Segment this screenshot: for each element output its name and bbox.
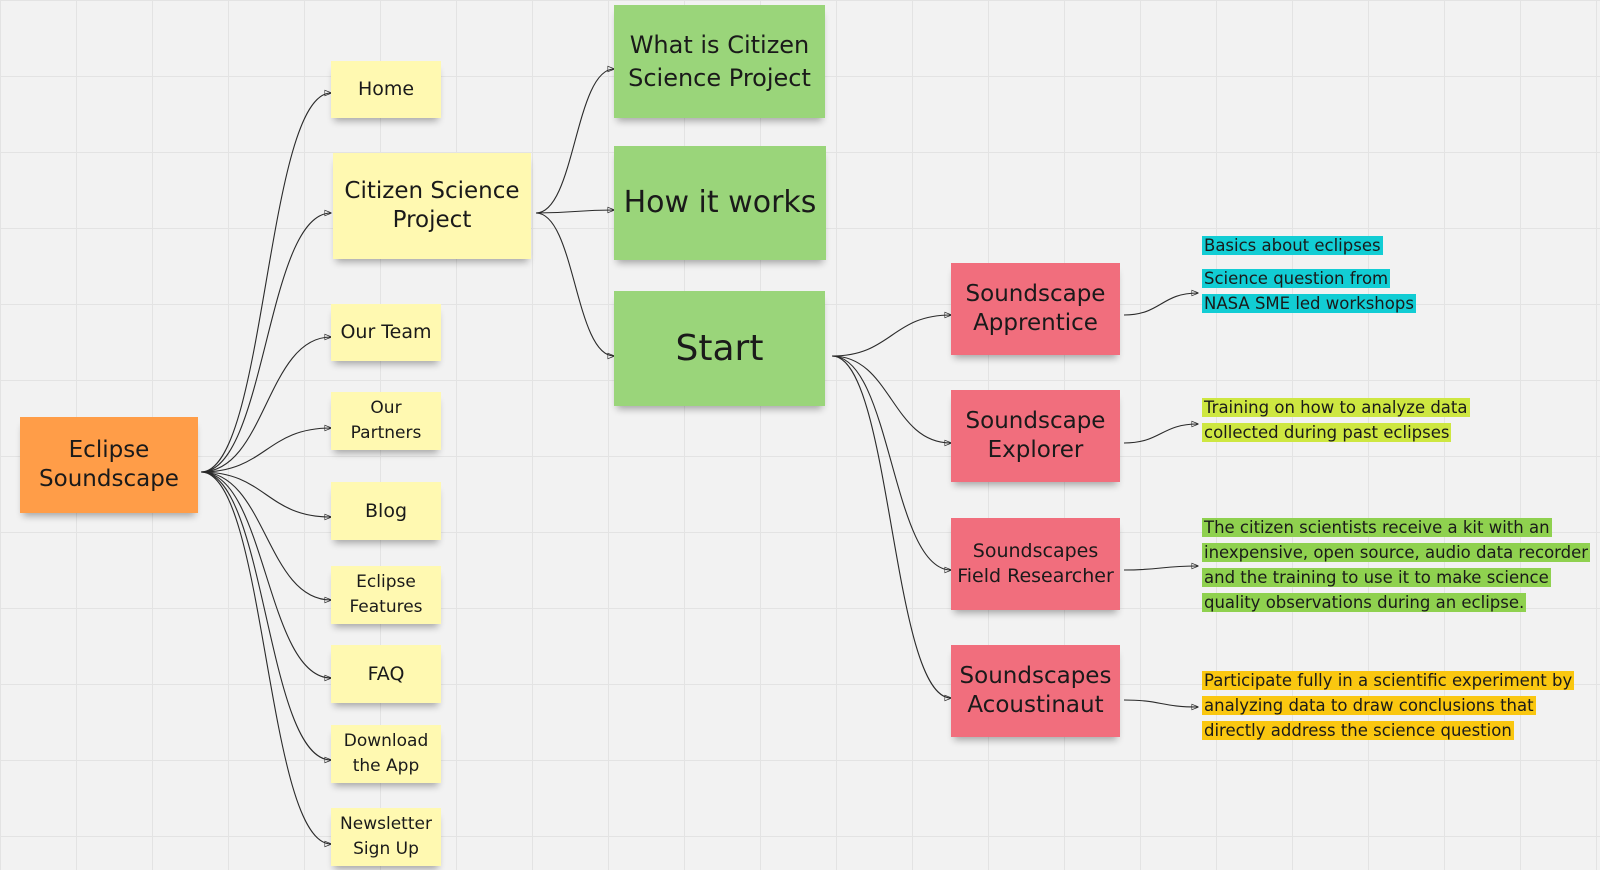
menu-node-eclipse-features[interactable]: Eclipse Features bbox=[331, 566, 441, 624]
connector-root-to-menu-partners bbox=[200, 428, 331, 473]
role-node-label: Soundscape Apprentice bbox=[965, 281, 1106, 336]
note-explorer-training: Training on how to analyze data collecte… bbox=[1202, 395, 1492, 445]
root-node-eclipse-soundscape[interactable]: Eclipse Soundscape bbox=[20, 417, 198, 513]
menu-node-label: Download the App bbox=[343, 731, 429, 776]
menu-node-citizen-science-project[interactable]: Citizen Science Project bbox=[333, 153, 531, 259]
note-field-researcher-kit: The citizen scientists receive a kit wit… bbox=[1202, 515, 1594, 615]
note-text: Participate fully in a scientific experi… bbox=[1202, 671, 1575, 740]
role-node-label: Soundscapes Field Researcher bbox=[957, 540, 1114, 587]
connector-field-researcher-to-note bbox=[1123, 566, 1198, 571]
connector-citizen-to-start bbox=[535, 212, 614, 356]
menu-node-label: Blog bbox=[365, 499, 407, 522]
role-node-label: Soundscapes Acoustinaut bbox=[959, 663, 1112, 718]
menu-node-label: Home bbox=[357, 78, 415, 101]
connector-root-to-menu-faq bbox=[200, 471, 331, 678]
note-text: Training on how to analyze data collecte… bbox=[1202, 398, 1470, 442]
project-node-what-is-citizen-science[interactable]: What is Citizen Science Project bbox=[614, 5, 825, 118]
note-science-question: Science question from NASA SME led works… bbox=[1202, 266, 1432, 316]
menu-node-our-team[interactable]: Our Team bbox=[331, 304, 441, 361]
connector-root-to-menu-newsletter bbox=[200, 471, 331, 844]
project-node-label: What is Citizen Science Project bbox=[628, 31, 811, 92]
role-node-field-researcher[interactable]: Soundscapes Field Researcher bbox=[951, 518, 1120, 610]
note-basics-about-eclipses: Basics about eclipses bbox=[1202, 233, 1432, 258]
connector-citizen-to-how-it-works bbox=[535, 210, 614, 214]
connector-root-to-menu-features bbox=[200, 471, 331, 600]
project-node-how-it-works[interactable]: How it works bbox=[614, 146, 826, 260]
connector-root-to-menu-team bbox=[200, 337, 331, 473]
menu-node-our-partners[interactable]: Our Partners bbox=[331, 392, 441, 450]
connector-start-to-acoustinaut bbox=[831, 355, 951, 698]
role-node-apprentice[interactable]: Soundscape Apprentice bbox=[951, 263, 1120, 355]
connector-citizen-to-what-is bbox=[535, 69, 614, 214]
note-text: Basics about eclipses bbox=[1202, 236, 1383, 255]
note-acoustinaut-experiment: Participate fully in a scientific experi… bbox=[1202, 668, 1587, 743]
connector-root-to-menu-home bbox=[200, 93, 331, 473]
menu-node-label: Eclipse Features bbox=[349, 572, 423, 617]
connector-start-to-apprentice bbox=[831, 315, 951, 357]
project-node-start[interactable]: Start bbox=[614, 291, 825, 406]
connector-group bbox=[200, 69, 1198, 844]
connector-start-to-field-researcher bbox=[831, 355, 951, 570]
menu-node-newsletter-sign-up[interactable]: Newsletter Sign Up bbox=[331, 808, 441, 866]
connector-start-to-explorer bbox=[831, 355, 951, 443]
project-node-label: How it works bbox=[623, 185, 817, 220]
note-text: Science question from NASA SME led works… bbox=[1202, 269, 1416, 313]
menu-node-download-the-app[interactable]: Download the App bbox=[331, 725, 441, 783]
role-node-explorer[interactable]: Soundscape Explorer bbox=[951, 390, 1120, 482]
menu-node-label: Newsletter Sign Up bbox=[340, 814, 432, 859]
project-node-label: Start bbox=[675, 327, 764, 369]
connector-acoustinaut-to-note bbox=[1123, 699, 1198, 707]
role-node-acoustinaut[interactable]: Soundscapes Acoustinaut bbox=[951, 645, 1120, 737]
connector-root-to-menu-blog bbox=[200, 471, 331, 517]
menu-node-label: Citizen Science Project bbox=[344, 178, 520, 233]
menu-node-blog[interactable]: Blog bbox=[331, 482, 441, 540]
connector-root-to-menu-citizen bbox=[200, 213, 331, 473]
connector-explorer-to-note bbox=[1123, 424, 1198, 444]
connector-apprentice-to-note bbox=[1123, 293, 1198, 316]
menu-node-label: FAQ bbox=[367, 662, 405, 685]
menu-node-faq[interactable]: FAQ bbox=[331, 645, 441, 703]
root-node-label: Eclipse Soundscape bbox=[39, 437, 179, 492]
menu-node-label: Our Team bbox=[340, 321, 432, 344]
note-text: The citizen scientists receive a kit wit… bbox=[1202, 518, 1591, 612]
menu-node-home[interactable]: Home bbox=[331, 61, 441, 118]
connector-root-to-menu-download bbox=[200, 471, 331, 760]
menu-node-label: Our Partners bbox=[350, 398, 422, 443]
role-node-label: Soundscape Explorer bbox=[965, 408, 1106, 463]
